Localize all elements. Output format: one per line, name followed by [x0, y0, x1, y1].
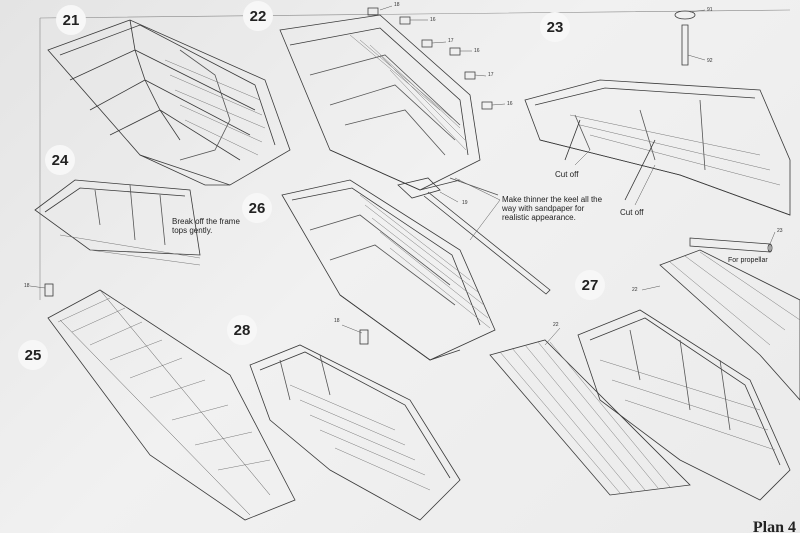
part-label: 16 — [430, 17, 436, 23]
step-number-27: 27 — [575, 270, 605, 300]
part-label: 18 — [24, 283, 30, 289]
part-label: 22 — [553, 322, 559, 328]
hull-step-22 — [279, 14, 481, 191]
hull-step-28 — [249, 329, 461, 521]
part-label: 16 — [474, 48, 480, 54]
step-number-22: 22 — [243, 1, 273, 31]
step-number-24: 24 — [45, 145, 75, 175]
leader-lines — [29, 5, 776, 346]
note-for-propellar: For propellar — [728, 257, 768, 264]
deck-step-25 — [44, 283, 296, 521]
part-label: 23 — [777, 228, 783, 234]
hull-step-21 — [47, 19, 291, 186]
step-number-25: 25 — [18, 340, 48, 370]
note-cut-off-1: Cut off — [555, 170, 579, 179]
small-parts — [367, 7, 493, 110]
page-border — [39, 9, 791, 300]
step-number-23: 23 — [540, 12, 570, 42]
step-number-26: 26 — [242, 193, 272, 223]
note-break-off: Break off the frame tops gently. — [172, 217, 240, 235]
propeller-shaft — [689, 237, 773, 253]
hull-step-24 — [34, 179, 201, 266]
keel-part — [397, 177, 551, 295]
part-label: 18 — [334, 318, 340, 324]
note-keel: Make thinner the keel all the way with s… — [502, 195, 603, 222]
part-label: 17 — [448, 38, 454, 44]
part-label: 92 — [707, 58, 713, 64]
mast-parts — [674, 10, 696, 66]
part-label: 19 — [462, 200, 468, 206]
part-label: 16 — [507, 101, 513, 107]
note-cut-off-2: Cut off — [620, 208, 644, 217]
step-number-21: 21 — [56, 5, 86, 35]
part-label: 91 — [707, 7, 713, 13]
step-number-28: 28 — [227, 315, 257, 345]
part-label: 18 — [394, 2, 400, 8]
part-label: 17 — [488, 72, 494, 78]
plan-label: Plan 4 — [752, 519, 796, 533]
deck-step-27 — [489, 249, 800, 501]
hull-step-26 — [281, 179, 496, 361]
hull-step-23 — [524, 79, 791, 216]
part-label: 22 — [632, 287, 638, 293]
